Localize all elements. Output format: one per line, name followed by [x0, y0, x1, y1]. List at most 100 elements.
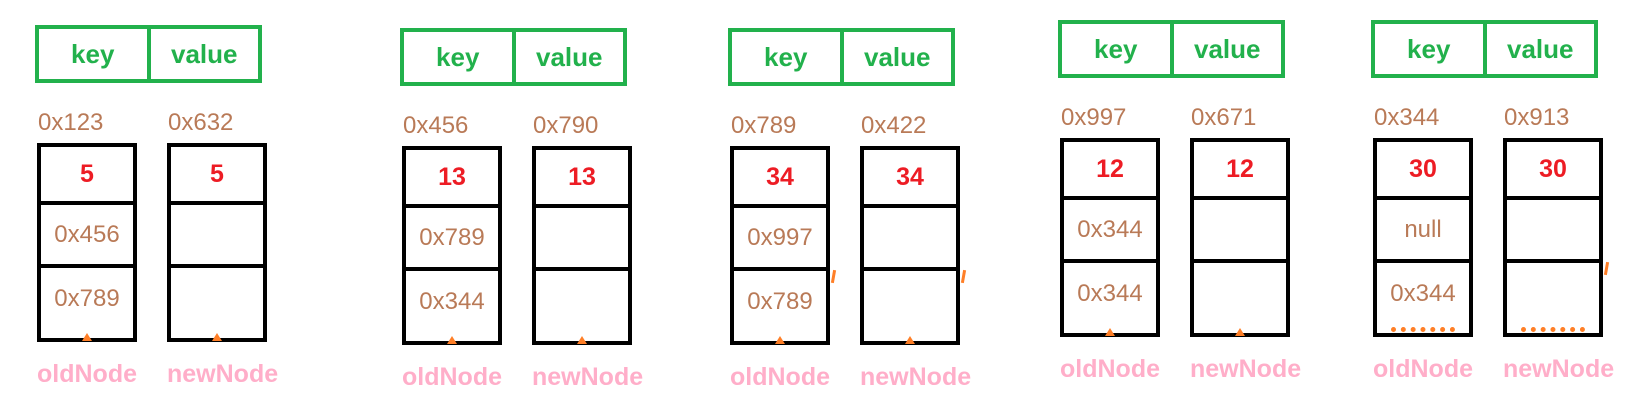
random-pointer-cell: 0x344	[419, 288, 485, 315]
next-pointer-cell: 0x344	[1064, 200, 1156, 263]
node-pair-group: key value 0x344 30 null 0x344 oldNode 0x…	[1371, 20, 1614, 384]
new-node-column: 0x632 5 newNode	[167, 107, 279, 389]
node-value-cell: 12	[1194, 142, 1286, 200]
node-value-cell: 12	[1064, 142, 1156, 200]
new-node-address: 0x790	[533, 112, 599, 139]
new-node-address: 0x632	[168, 109, 234, 136]
new-node-label: newNode	[860, 363, 972, 391]
old-node-label: oldNode	[402, 363, 502, 391]
value-header-cell: value	[1507, 33, 1574, 64]
key-value-table: key value	[1371, 20, 1598, 78]
nodes-row: 0x344 30 null 0x344 oldNode 0x913 30 new…	[1371, 102, 1614, 384]
old-node-box: 12 0x344 0x344	[1060, 138, 1160, 337]
old-node-address: 0x456	[403, 112, 469, 139]
node-pair-group: key value 0x997 12 0x344 0x344 oldNode 0…	[1058, 20, 1302, 384]
node-pair-group: key value 0x456 13 0x789 0x344 oldNode 0…	[400, 28, 644, 392]
value-header-cell: value	[171, 38, 238, 69]
stray-orange-mark	[447, 336, 457, 344]
key-value-table: key value	[1058, 20, 1285, 78]
old-node-column: 0x344 30 null 0x344 oldNode	[1373, 102, 1473, 384]
node-pair-group: key value 0x123 5 0x456 0x789 oldNode 0x…	[35, 25, 279, 389]
old-node-box: 30 null 0x344	[1373, 138, 1473, 337]
old-node-address: 0x123	[38, 109, 104, 136]
old-node-address: 0x344	[1374, 104, 1440, 131]
old-node-column: 0x123 5 0x456 0x789 oldNode	[37, 107, 137, 389]
nodes-row: 0x456 13 0x789 0x344 oldNode 0x790 13 ne…	[400, 110, 644, 392]
stray-orange-mark	[1603, 261, 1610, 276]
random-pointer-cell: 0x789	[54, 285, 120, 312]
stray-orange-mark	[82, 333, 92, 341]
next-pointer-cell	[1507, 200, 1599, 263]
old-node-address: 0x789	[731, 112, 797, 139]
random-pointer-cell: 0x789	[747, 288, 813, 315]
node-value-cell: 5	[41, 147, 133, 205]
stray-orange-mark	[577, 336, 587, 344]
random-pointer-cell	[171, 268, 263, 330]
key-value-table: key value	[400, 28, 627, 86]
next-pointer-cell	[171, 205, 263, 268]
old-node-label: oldNode	[1060, 355, 1160, 383]
new-node-box: 34	[860, 146, 967, 345]
old-node-address: 0x997	[1061, 104, 1127, 131]
stray-orange-mark	[1105, 328, 1115, 336]
new-node-address: 0x913	[1504, 104, 1570, 131]
new-node-box: 5	[167, 143, 267, 342]
key-value-table: key value	[728, 28, 955, 86]
next-pointer-cell	[864, 208, 956, 271]
stray-orange-mark	[960, 269, 967, 284]
random-pointer-cell	[536, 271, 628, 333]
old-node-column: 0x997 12 0x344 0x344 oldNode	[1060, 102, 1160, 384]
new-node-label: newNode	[532, 363, 644, 391]
node-pair-group: key value 0x789 34 0x997 0x789 oldNode 0…	[728, 28, 972, 392]
value-header-cell: value	[864, 41, 931, 72]
node-value-cell: 34	[734, 150, 826, 208]
new-node-label: newNode	[1190, 355, 1302, 383]
node-value-cell: 13	[406, 150, 498, 208]
stray-orange-mark	[1521, 327, 1585, 332]
next-pointer-cell	[1194, 200, 1286, 263]
next-pointer-cell: 0x789	[406, 208, 498, 271]
next-pointer-cell	[536, 208, 628, 271]
stray-orange-mark	[775, 336, 785, 344]
old-node-label: oldNode	[1373, 355, 1473, 383]
node-value-cell: 5	[171, 147, 263, 205]
node-value-cell: 34	[864, 150, 956, 208]
new-node-column: 0x671 12 newNode	[1190, 102, 1302, 384]
next-pointer-cell: null	[1377, 200, 1469, 263]
stray-orange-mark	[830, 269, 837, 284]
value-header-cell: value	[536, 41, 603, 72]
key-header-cell: key	[39, 29, 151, 79]
random-pointer-cell: 0x344	[1077, 280, 1143, 307]
stray-orange-mark	[1391, 327, 1455, 332]
value-header-cell: value	[1194, 33, 1261, 64]
old-node-box: 34 0x997 0x789	[730, 146, 837, 345]
random-pointer-cell	[864, 271, 956, 333]
random-pointer-cell: 0x344	[1390, 280, 1456, 307]
new-node-box: 12	[1190, 138, 1290, 337]
random-pointer-cell	[1194, 263, 1286, 325]
node-value-cell: 30	[1377, 142, 1469, 200]
key-header-cell: key	[1062, 24, 1174, 74]
stray-orange-mark	[905, 336, 915, 344]
node-value-cell: 13	[536, 150, 628, 208]
old-node-column: 0x456 13 0x789 0x344 oldNode	[402, 110, 502, 392]
next-pointer-cell: 0x997	[734, 208, 826, 271]
key-header-cell: key	[732, 32, 844, 82]
old-node-label: oldNode	[37, 360, 137, 388]
next-pointer-cell: 0x456	[41, 205, 133, 268]
stray-orange-mark	[212, 333, 222, 341]
random-pointer-cell	[1507, 263, 1599, 325]
old-node-label: oldNode	[730, 363, 830, 391]
old-node-box: 13 0x789 0x344	[402, 146, 502, 345]
new-node-column: 0x790 13 newNode	[532, 110, 644, 392]
key-header-cell: key	[404, 32, 516, 82]
new-node-column: 0x913 30 newNode	[1503, 102, 1614, 384]
nodes-row: 0x997 12 0x344 0x344 oldNode 0x671 12 ne…	[1058, 102, 1302, 384]
new-node-address: 0x422	[861, 112, 927, 139]
old-node-box: 5 0x456 0x789	[37, 143, 137, 342]
old-node-column: 0x789 34 0x997 0x789 oldNode	[730, 110, 837, 392]
nodes-row: 0x123 5 0x456 0x789 oldNode 0x632 5 newN…	[35, 107, 279, 389]
new-node-column: 0x422 34 newNode	[860, 110, 972, 392]
new-node-address: 0x671	[1191, 104, 1257, 131]
new-node-label: newNode	[167, 360, 279, 388]
